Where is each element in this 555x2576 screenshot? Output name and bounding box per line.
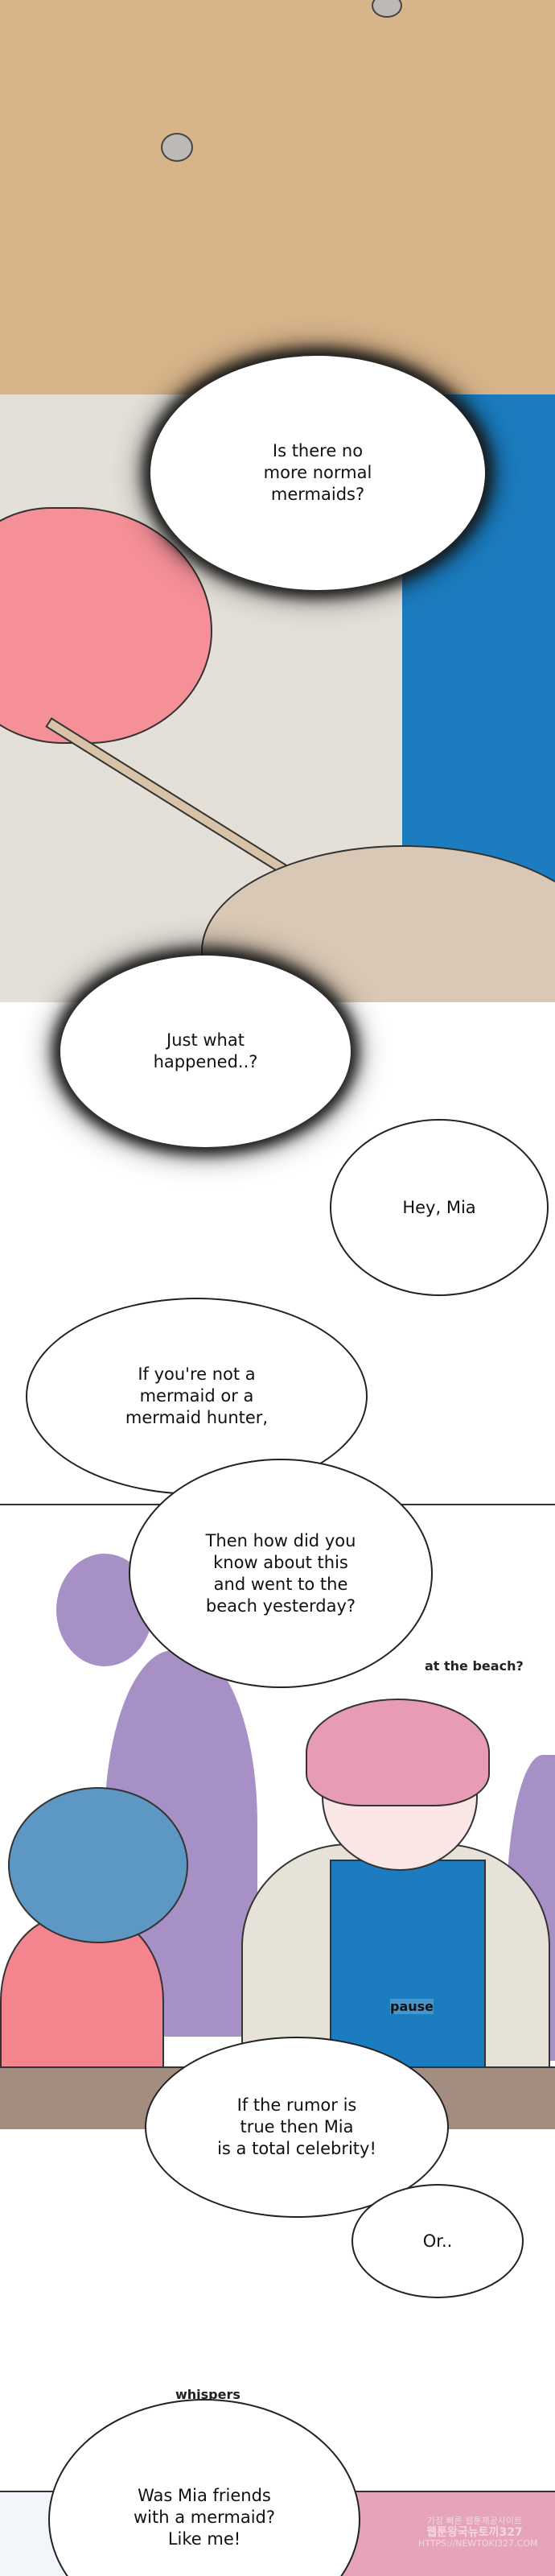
pebble <box>161 133 193 162</box>
pebble <box>372 0 402 18</box>
speech-bubble: Hey, Mia <box>330 1119 549 1296</box>
speech-bubble: Just what happened..? <box>63 958 348 1145</box>
boy-hair <box>306 1699 490 1806</box>
panel-sand <box>0 0 555 394</box>
sfx-whispers: whispers <box>175 2387 240 2402</box>
sfx-pause: pause <box>390 1999 434 2014</box>
speech-bubble: If the rumor is true then Mia is a total… <box>145 2037 449 2218</box>
speech-bubble: Is there no more normal mermaids? <box>153 358 483 588</box>
girl-hair <box>8 1787 188 1943</box>
panel-classroom <box>0 1505 555 2129</box>
watermark: 가장 빠른 웹툰제공사이트 웹툰왕국뉴토끼327 HTTPS://NEWTOKI… <box>418 2516 538 2549</box>
sfx-at-the-beach: at the beach? <box>425 1658 524 1674</box>
speech-bubble: Was Mia friends with a mermaid? Like me! <box>48 2399 360 2576</box>
speech-bubble: Then how did you know about this and wen… <box>129 1459 433 1688</box>
speech-bubble: Or.. <box>352 2184 524 2298</box>
hand <box>0 507 212 744</box>
